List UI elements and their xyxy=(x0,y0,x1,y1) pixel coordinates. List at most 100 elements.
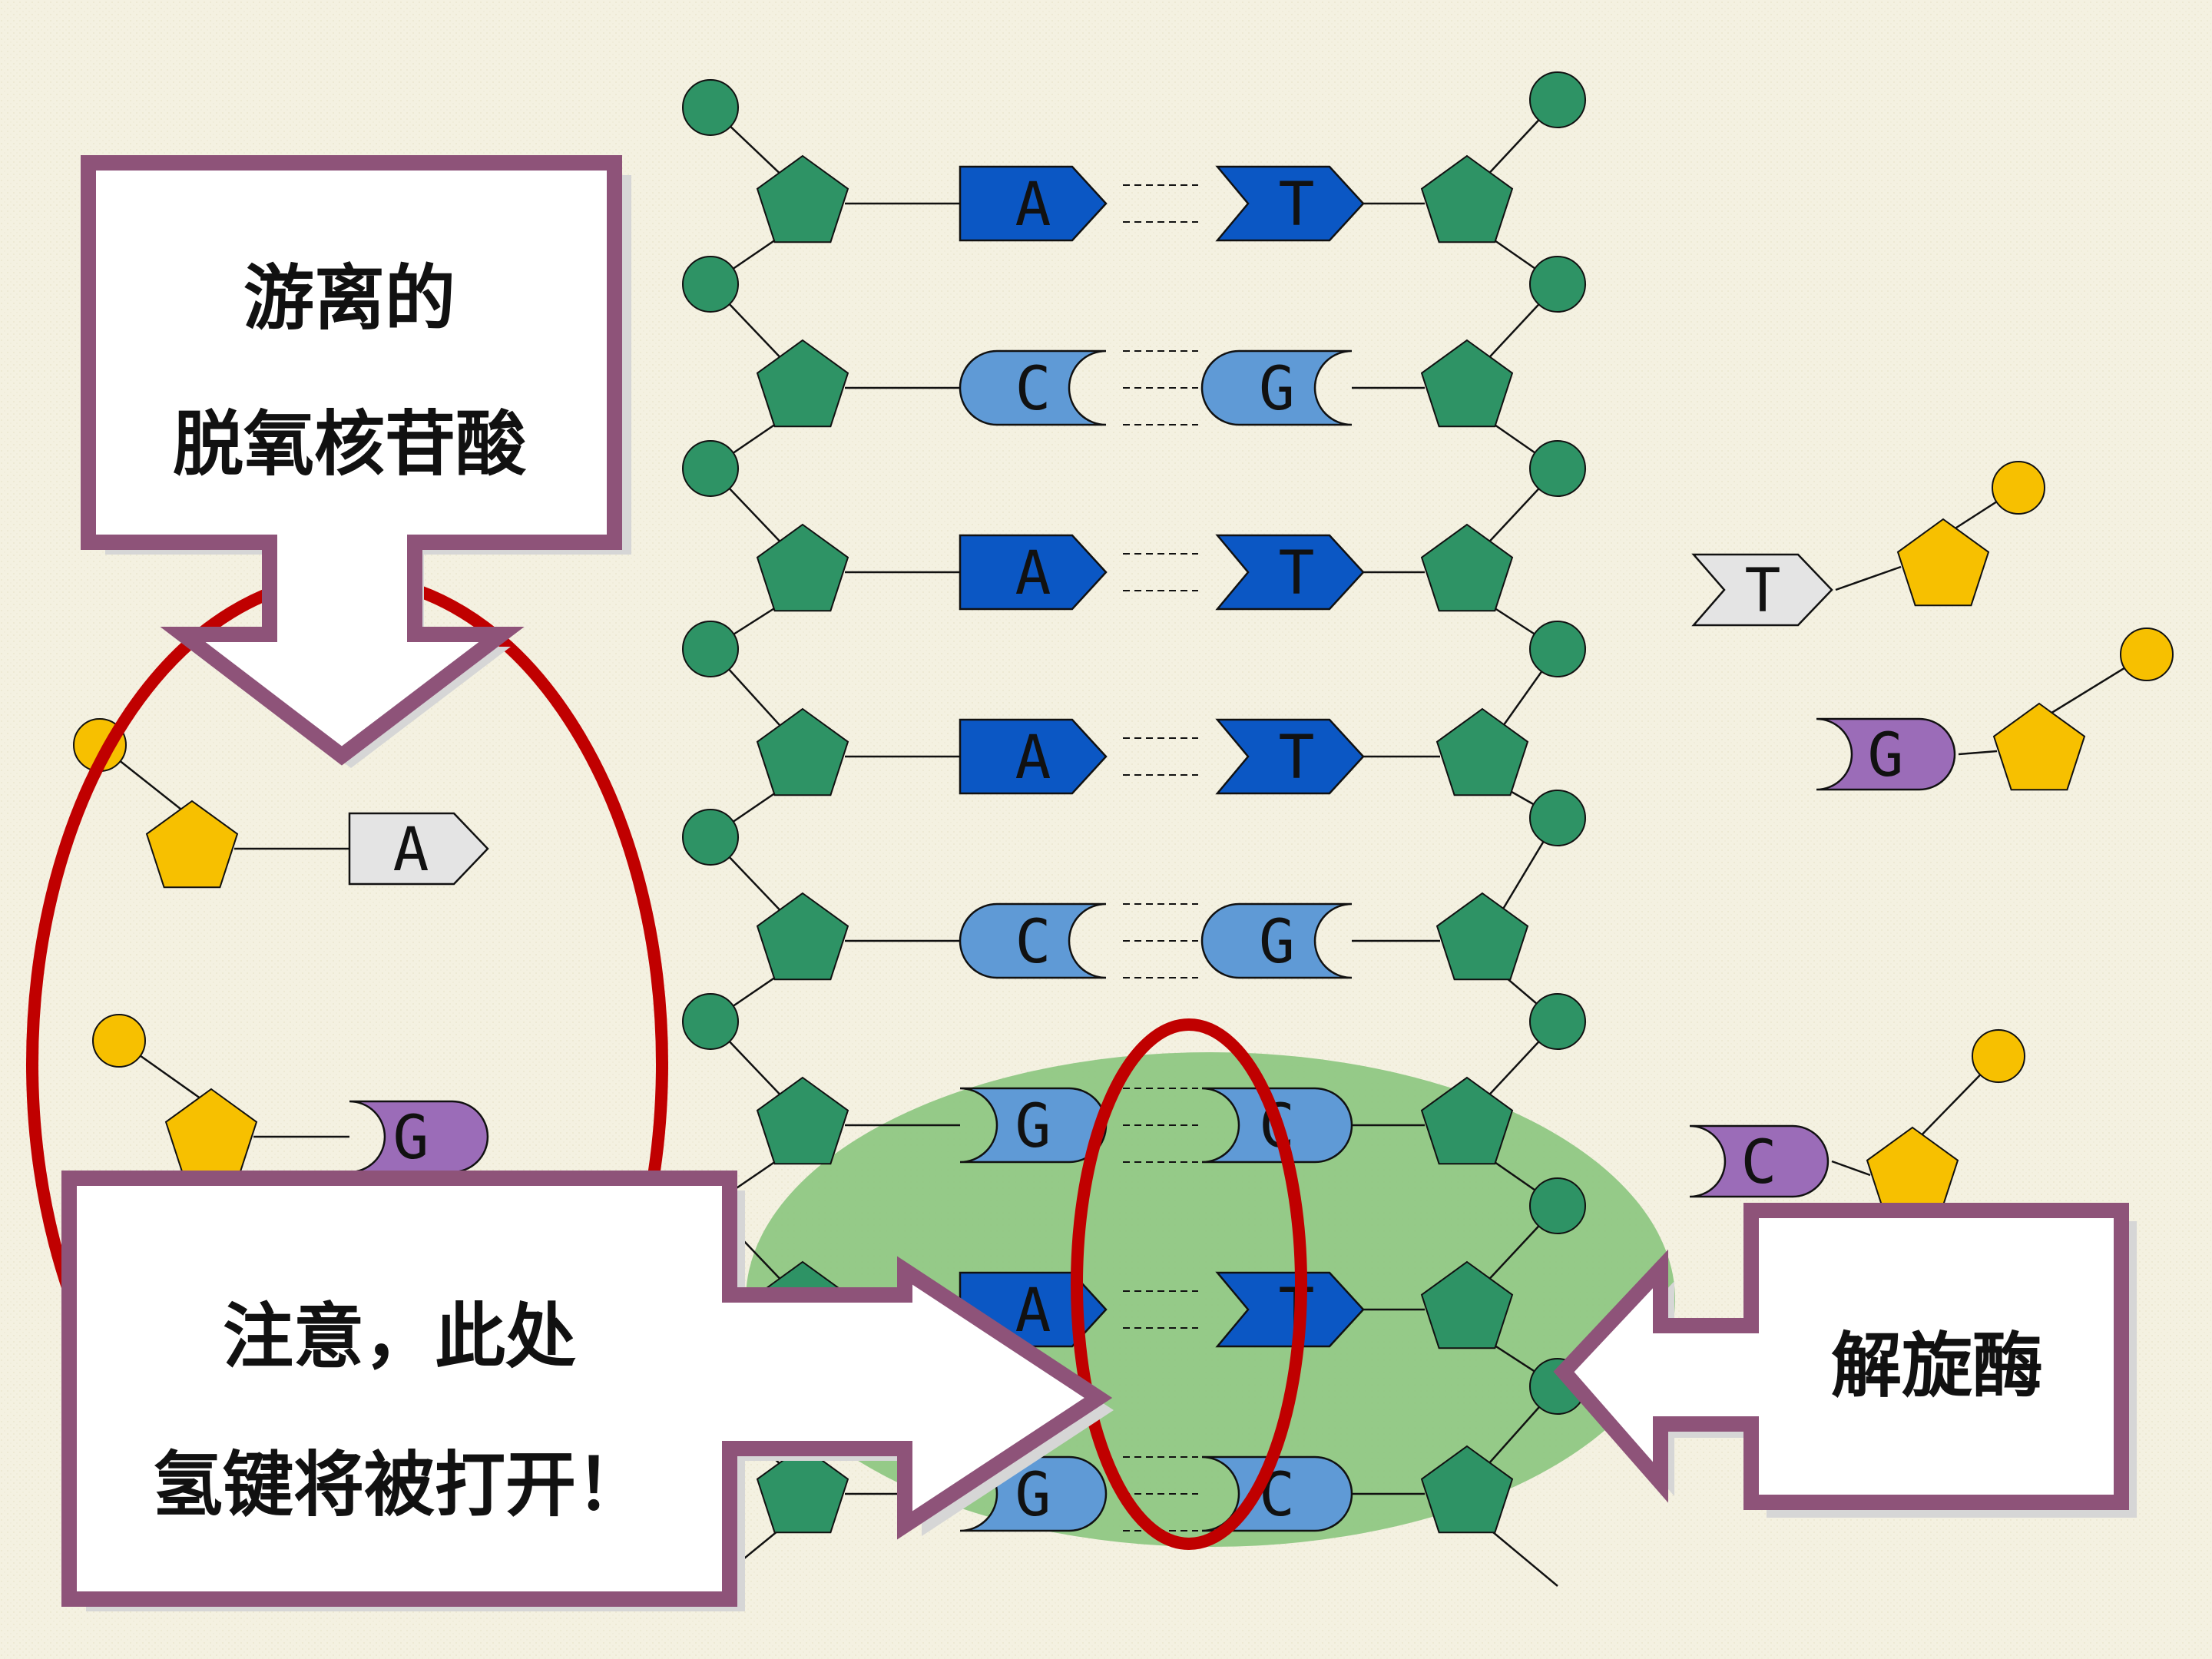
base-shape xyxy=(1215,534,1365,611)
base-letter: C xyxy=(1741,1128,1777,1197)
base-letter: A xyxy=(1015,171,1051,240)
base-letter: T xyxy=(1745,557,1781,626)
base-right-T: T xyxy=(1215,165,1365,242)
sugar-right xyxy=(1420,523,1514,612)
base-letter: G xyxy=(393,1104,429,1173)
base-letter: G xyxy=(1259,908,1295,977)
sugar-right xyxy=(1420,154,1514,243)
callout-free-line1: 游离的 xyxy=(243,257,455,339)
phosphate-circle xyxy=(1529,71,1586,128)
sugar-left xyxy=(756,892,849,981)
sugar-right xyxy=(1420,1260,1514,1349)
phosphate-circle xyxy=(682,993,739,1050)
hydrogen-bond-ellipse xyxy=(1071,1018,1307,1550)
free-nucleotide-G: G xyxy=(1816,628,2174,791)
sugar-left xyxy=(756,523,849,612)
sugar-left xyxy=(756,1076,849,1165)
sugar-left xyxy=(756,339,849,428)
sugar-left xyxy=(756,154,849,243)
sugar-free xyxy=(1992,702,2086,791)
base-shape xyxy=(348,812,489,886)
callout-box xyxy=(1553,1203,2129,1510)
base-letter: A xyxy=(1015,724,1051,793)
phosphate-circle xyxy=(1529,256,1586,313)
base-shape xyxy=(1215,1271,1365,1348)
phosphate-circle xyxy=(1529,440,1586,497)
callout-free-nucleotides: 游离的 脱氧核苷酸 xyxy=(81,155,631,768)
phosphate-circle xyxy=(682,440,739,497)
base-shape xyxy=(1689,1124,1830,1198)
phosphate-circle xyxy=(1529,790,1586,846)
phosphate-circle xyxy=(1972,1029,2025,1083)
sugar-free xyxy=(145,800,239,889)
base-shape xyxy=(959,349,1107,426)
glycosidic-line xyxy=(1831,1160,1871,1177)
sugar-left xyxy=(756,707,849,796)
base-letter: G xyxy=(1015,1461,1051,1530)
base-letter: G xyxy=(1868,721,1904,790)
callout-hydrogen-bond: 注意，此处 氢键将被打开！ xyxy=(61,1171,1114,1611)
free-nucleotide-T: T xyxy=(1691,461,2045,627)
base-letter: C xyxy=(1015,908,1051,977)
base-letter: A xyxy=(393,816,429,885)
base-letter: T xyxy=(1279,724,1315,793)
base-letter: T xyxy=(1279,539,1315,608)
base-shape xyxy=(959,902,1107,979)
base-letter: C xyxy=(1015,355,1051,424)
sugar-right xyxy=(1420,1076,1514,1165)
phosphate-circle xyxy=(2120,628,2174,681)
base-letter: G xyxy=(1015,1092,1051,1161)
sugar-free xyxy=(1896,518,1990,607)
phosphate-circle xyxy=(1529,1177,1586,1234)
callout-hbond-line1: 注意，此处 xyxy=(223,1295,576,1378)
base-left-C: C xyxy=(959,902,1107,979)
base-shape xyxy=(1816,717,1956,791)
sugar-right xyxy=(1435,707,1529,796)
base-letter: A xyxy=(1015,1277,1051,1346)
base-letter: G xyxy=(1259,355,1295,424)
sugar-left xyxy=(756,1445,849,1534)
phosphate-circle xyxy=(1992,461,2045,515)
phosphate-circle xyxy=(682,809,739,866)
base-right-G: G xyxy=(1200,902,1353,979)
base-shape xyxy=(1200,349,1353,426)
base-shape xyxy=(959,534,1108,611)
base-shape xyxy=(959,1087,1108,1164)
phosphate-circle xyxy=(92,1014,146,1068)
phosphate-circle xyxy=(682,256,739,313)
base-shape xyxy=(1215,165,1365,242)
base-shape xyxy=(959,165,1108,242)
base-shape xyxy=(1200,902,1353,979)
callout-box xyxy=(81,155,622,766)
callout-hbond-line2: 氢键将被打开！ xyxy=(152,1443,647,1526)
free-nucleotide-C: C xyxy=(1689,1029,2025,1215)
sugar-right xyxy=(1435,892,1529,981)
base-right-T: T xyxy=(1215,534,1365,611)
base-left-A: A xyxy=(959,534,1108,611)
base-right-T: T xyxy=(1215,718,1365,795)
base-left-A: A xyxy=(959,165,1108,242)
phosphate-circle xyxy=(682,621,739,677)
base-left-C: C xyxy=(959,349,1107,426)
base-shape xyxy=(1215,718,1365,795)
callout-free-line2: 脱氧核苷酸 xyxy=(173,402,527,485)
glycosidic-line xyxy=(1835,565,1902,591)
base-shape xyxy=(959,718,1108,795)
base-shape xyxy=(1691,553,1833,627)
base-left-A: A xyxy=(959,718,1108,795)
sugar-right xyxy=(1420,1445,1514,1534)
sugar-right xyxy=(1420,339,1514,428)
base-letter: T xyxy=(1279,171,1315,240)
phosphate-circle xyxy=(1529,993,1586,1050)
base-letter: A xyxy=(1015,539,1051,608)
callout-box xyxy=(61,1171,1113,1607)
base-right-G: G xyxy=(1200,349,1353,426)
free-nucleotide-G: G xyxy=(92,1014,489,1177)
callout-helicase: 解旋酶 xyxy=(1553,1203,2137,1518)
